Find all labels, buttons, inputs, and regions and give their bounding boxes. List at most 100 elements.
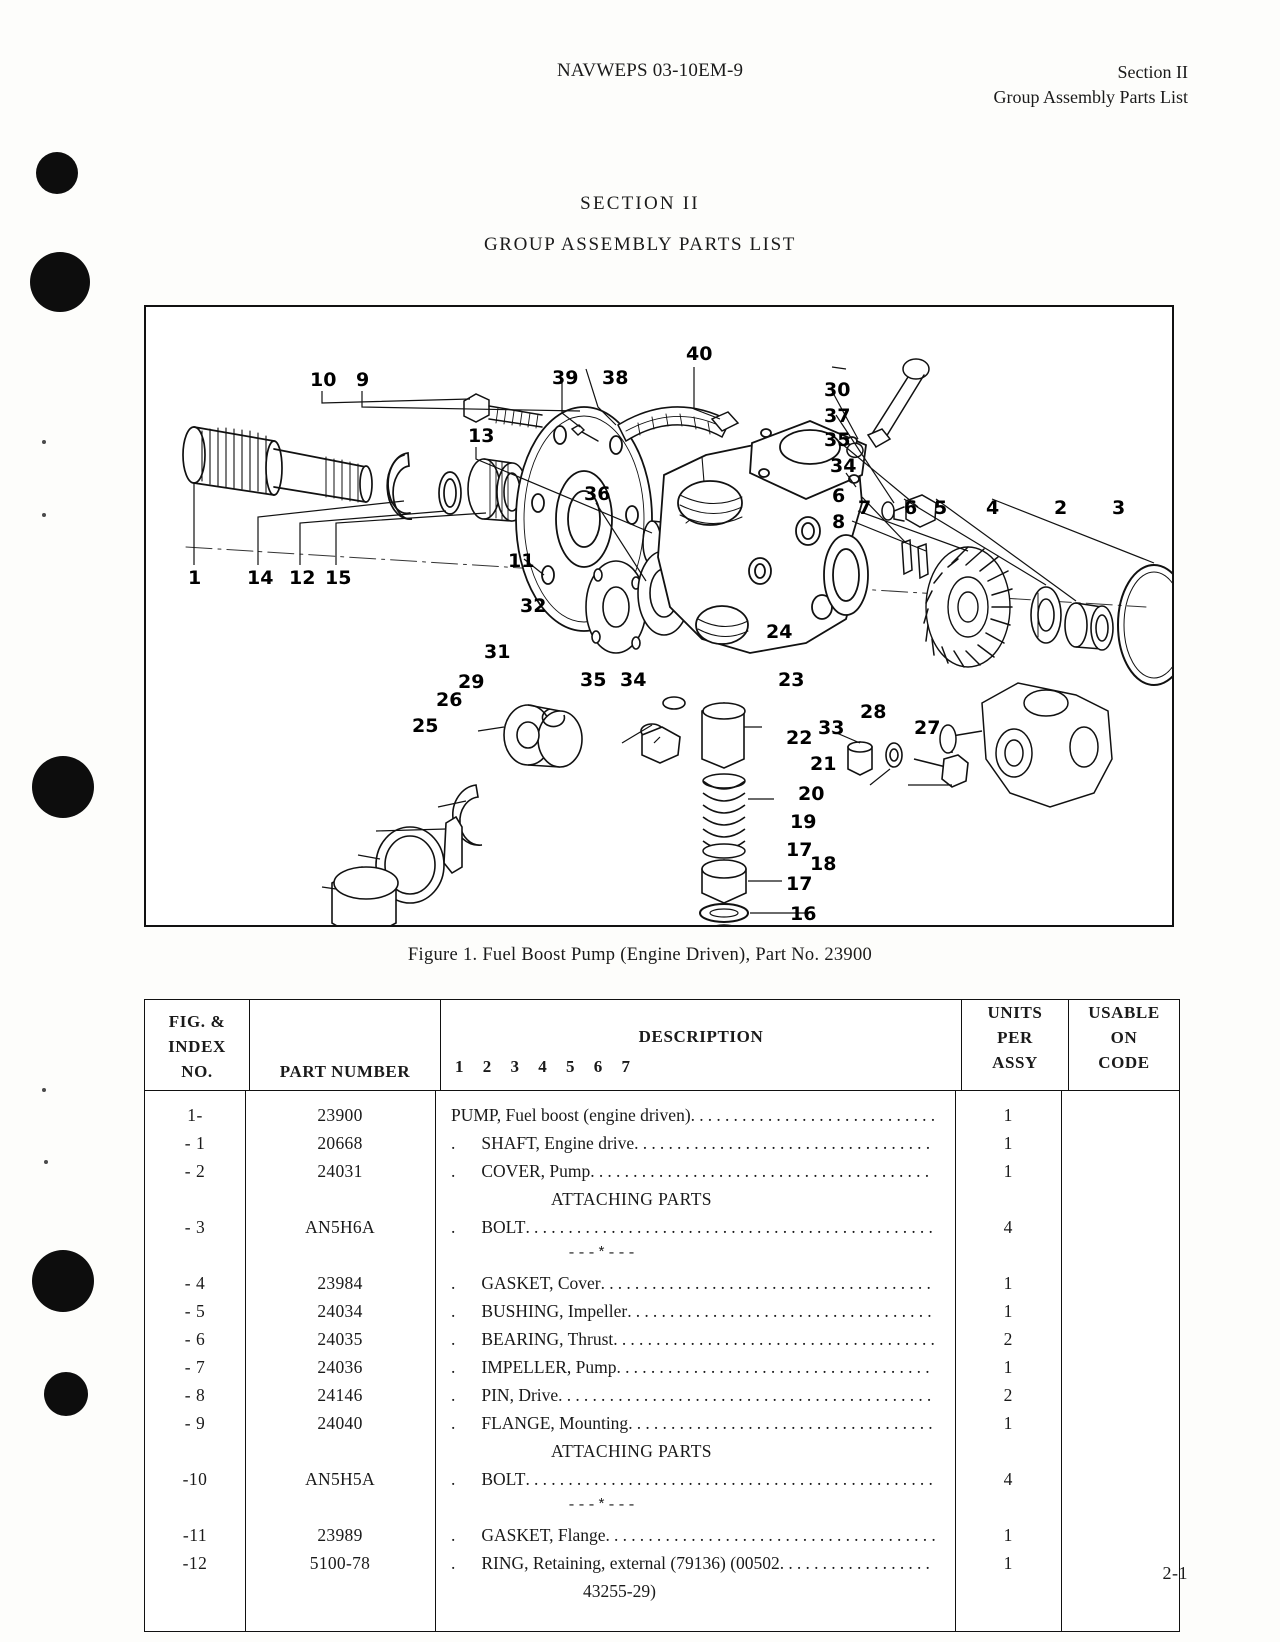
cell-units-per-assy: 1	[1003, 1273, 1013, 1293]
description-indent-dot: .	[451, 1217, 456, 1237]
figure-callout-3: 3	[1112, 497, 1126, 519]
description-continuation-row: 43255-29)	[145, 1581, 1179, 1609]
figure-callout-30: 30	[824, 379, 851, 401]
page-title: SECTION II	[580, 193, 700, 214]
figure-callout-12: 12	[289, 567, 316, 589]
cell-description: .FLANGE, Mounting ......................…	[435, 1413, 955, 1434]
description-indent-dot: .	[451, 1525, 456, 1545]
cell-description: .COVER, Pump ...........................…	[435, 1161, 955, 1182]
fig-head-line1: FIG. &	[168, 1012, 226, 1031]
binder-hole	[30, 252, 90, 312]
table-row: - 6 24035 .BEARING, Thrust ...............…	[145, 1329, 1179, 1357]
cell-fig-index-no: - 2	[184, 1161, 206, 1181]
cell-units-per-assy: 1	[1003, 1553, 1013, 1573]
figure-callout-35: 35	[824, 429, 851, 451]
cell-units-per-assy: 1	[1003, 1105, 1013, 1125]
figure-callout-36: 36	[584, 483, 611, 505]
scan-speck	[42, 513, 46, 517]
cell-fig-index-no: - 4	[184, 1273, 206, 1293]
description-text: BEARING, Thrust	[481, 1329, 614, 1349]
leader-dots: ..................	[779, 1553, 935, 1573]
figure-callout-17b: 17	[786, 873, 813, 895]
cell-units-per-assy: 1	[1003, 1161, 1013, 1181]
description-text: BOLT	[481, 1217, 526, 1237]
leader-dots: ........................................…	[525, 1217, 938, 1237]
section-subtitle-label: Group Assembly Parts List	[993, 87, 1188, 107]
figure-callout-19: 19	[790, 811, 817, 833]
cell-fig-index-no: - 9	[184, 1413, 206, 1433]
figure-callout-39: 39	[552, 367, 579, 389]
fig-head-line2: INDEX	[168, 1037, 226, 1056]
table-top-spacer	[145, 1091, 1179, 1105]
cell-part-number: 23989	[317, 1525, 363, 1545]
cell-part-number: 23900	[317, 1105, 363, 1125]
figure-callout-32: 32	[520, 595, 547, 617]
figure-callout-31: 31	[484, 641, 511, 663]
cell-fig-index-no: -11	[182, 1525, 208, 1545]
figure-callout-14: 14	[247, 567, 274, 589]
description-head-label: DESCRIPTION	[638, 1027, 764, 1046]
cell-fig-index-no: - 7	[184, 1357, 206, 1377]
figure-callout-6a: 6	[832, 485, 846, 507]
units-head-line3: ASSY	[992, 1053, 1038, 1072]
description-text: FLANGE, Mounting	[481, 1413, 629, 1433]
column-header-part-number: PART NUMBER	[249, 999, 441, 1091]
description-text: GASKET, Flange	[481, 1525, 606, 1545]
figure-callout-7: 7	[858, 497, 872, 519]
cell-fig-index-no: - 1	[184, 1133, 206, 1153]
cell-part-number: 24034	[317, 1301, 363, 1321]
figure-callout-40: 40	[686, 343, 713, 365]
cell-part-number: 24040	[317, 1413, 363, 1433]
cell-description: .BUSHING, Impeller .....................…	[435, 1301, 955, 1322]
cell-description: .RING, Retaining, external (79136) (0050…	[435, 1553, 955, 1574]
leader-dots: ........................................…	[558, 1385, 936, 1405]
cell-part-number: 20668	[317, 1133, 363, 1153]
code-head-line1: USABLE	[1088, 1003, 1160, 1022]
figure-callout-2: 2	[1054, 497, 1068, 519]
description-text: PIN, Drive	[481, 1385, 559, 1405]
figure-callout-27: 27	[914, 717, 941, 739]
cell-fig-index-no: 1-	[187, 1105, 203, 1125]
description-text: IMPELLER, Pump	[481, 1357, 617, 1377]
description-indent-dot: .	[451, 1553, 456, 1573]
cell-description: .IMPELLER, Pump ........................…	[435, 1357, 955, 1378]
cell-units-per-assy: 1	[1003, 1525, 1013, 1545]
description-indent-dot: .	[451, 1357, 456, 1377]
cell-part-number: 24146	[317, 1385, 363, 1405]
figure-callout-8: 8	[832, 511, 846, 533]
description-text: BUSHING, Impeller	[481, 1301, 628, 1321]
figure-callout-6b: 6	[904, 497, 918, 519]
separator-marker: ---*---	[567, 1497, 638, 1514]
description-indent-dot: .	[451, 1413, 456, 1433]
cell-description: .BEARING, Thrust .......................…	[435, 1329, 955, 1350]
page-subtitle: GROUP ASSEMBLY PARTS LIST	[483, 234, 796, 255]
figure-callout-5: 5	[934, 497, 948, 519]
cell-part-number: 24035	[317, 1329, 363, 1349]
attaching-parts-label: ATTACHING PARTS	[551, 1441, 712, 1461]
figure-callout-38: 38	[602, 367, 629, 389]
cell-fig-index-no: - 8	[184, 1385, 206, 1405]
figure-callout-34: 34	[830, 455, 857, 477]
cell-units-per-assy: 1	[1003, 1301, 1013, 1321]
cell-description: .SHAFT, Engine drive ...................…	[435, 1133, 955, 1154]
figure-callout-33: 33	[818, 717, 845, 739]
figure-callout-4: 4	[986, 497, 1000, 519]
description-continuation-text: 43255-29)	[583, 1581, 656, 1601]
cell-fig-index-no: - 6	[184, 1329, 206, 1349]
cell-fig-index-no: -12	[182, 1553, 208, 1573]
cell-part-number: 24031	[317, 1161, 363, 1181]
leader-dots: ....................................	[627, 1301, 936, 1321]
running-head-right: Section II Group Assembly Parts List	[993, 60, 1188, 110]
attaching-parts-subheading-row: ATTACHING PARTS	[145, 1441, 1179, 1469]
cell-units-per-assy: 1	[1003, 1133, 1013, 1153]
cell-units-per-assy: 2	[1003, 1329, 1013, 1349]
cell-fig-index-no: -10	[182, 1469, 208, 1489]
leader-dots: .......................................	[600, 1273, 936, 1293]
attaching-parts-separator-row: ---*---	[145, 1497, 1179, 1525]
